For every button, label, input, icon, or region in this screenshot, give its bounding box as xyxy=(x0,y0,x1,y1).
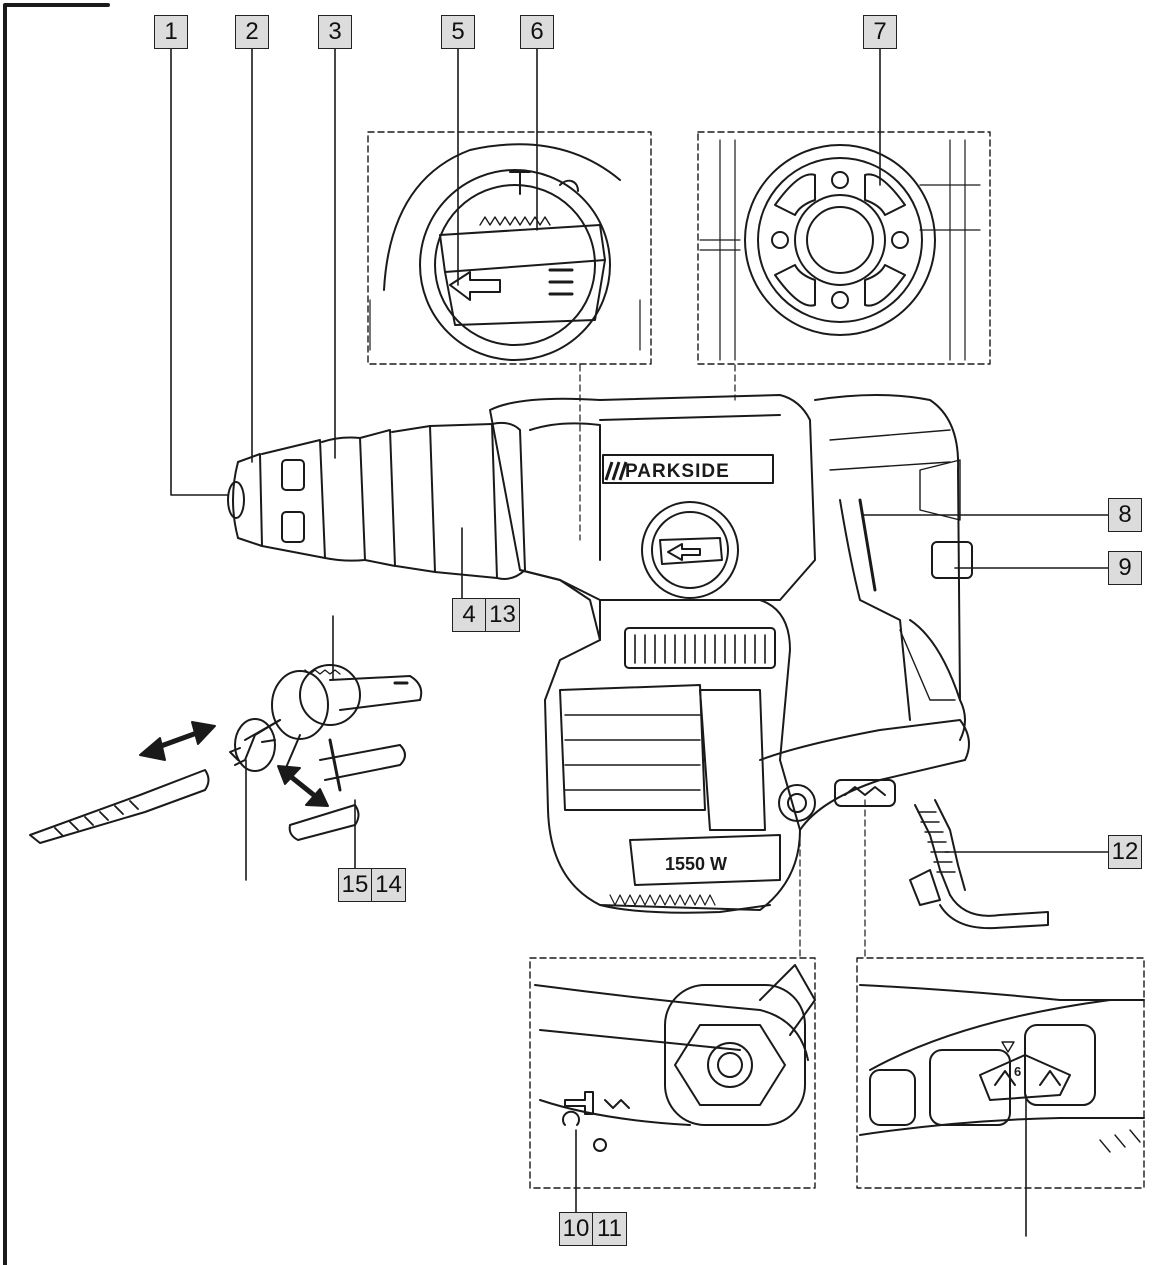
callout-number: 13 xyxy=(486,598,520,632)
drill-chuck-adapter xyxy=(229,664,423,841)
inset-rear-mount xyxy=(697,131,991,365)
chuck-and-barrel xyxy=(227,421,526,580)
callout-number: 9 xyxy=(1108,551,1142,585)
callout-3: 3 xyxy=(318,15,352,49)
callout-8: 8 xyxy=(1108,498,1142,532)
callout-number: 14 xyxy=(372,868,406,902)
callout-2: 2 xyxy=(235,15,269,49)
callout-15-14: 15 14 xyxy=(338,868,406,902)
inset-mode-switch xyxy=(529,957,816,1189)
drill-bit xyxy=(29,769,210,844)
callout-7: 7 xyxy=(863,15,897,49)
callout-9: 9 xyxy=(1108,551,1142,585)
motion-arrows xyxy=(139,721,329,807)
callout-number: 11 xyxy=(593,1212,627,1246)
callout-number: 10 xyxy=(559,1212,593,1246)
leader-lines xyxy=(170,48,1109,1237)
speed-dial-mark: 6 xyxy=(1014,1064,1021,1079)
inset-gear-selector xyxy=(367,131,652,365)
callout-5: 5 xyxy=(441,15,475,49)
brand-slashes xyxy=(604,461,628,481)
gear-housing-base xyxy=(519,569,970,914)
cable xyxy=(909,799,1049,930)
callout-number: 1 xyxy=(154,15,188,49)
callout-6: 6 xyxy=(520,15,554,49)
callout-number: 3 xyxy=(318,15,352,49)
callout-number: 6 xyxy=(520,15,554,49)
callout-12: 12 xyxy=(1108,835,1142,869)
motor-housing xyxy=(489,394,973,741)
callout-number: 15 xyxy=(338,868,372,902)
callout-number: 12 xyxy=(1108,835,1142,869)
page-frame xyxy=(3,3,110,1265)
callout-10-11: 10 11 xyxy=(559,1212,627,1246)
callout-number: 5 xyxy=(441,15,475,49)
callout-number: 8 xyxy=(1108,498,1142,532)
callout-number: 4 xyxy=(452,598,486,632)
callout-number: 7 xyxy=(863,15,897,49)
callout-4-13: 4 13 xyxy=(452,598,520,632)
brand-label: PARKSIDE xyxy=(625,461,730,482)
callout-1: 1 xyxy=(154,15,188,49)
inset-speed-dial xyxy=(856,957,1145,1189)
callout-number: 2 xyxy=(235,15,269,49)
wattage-label: 1550 W xyxy=(665,854,727,874)
